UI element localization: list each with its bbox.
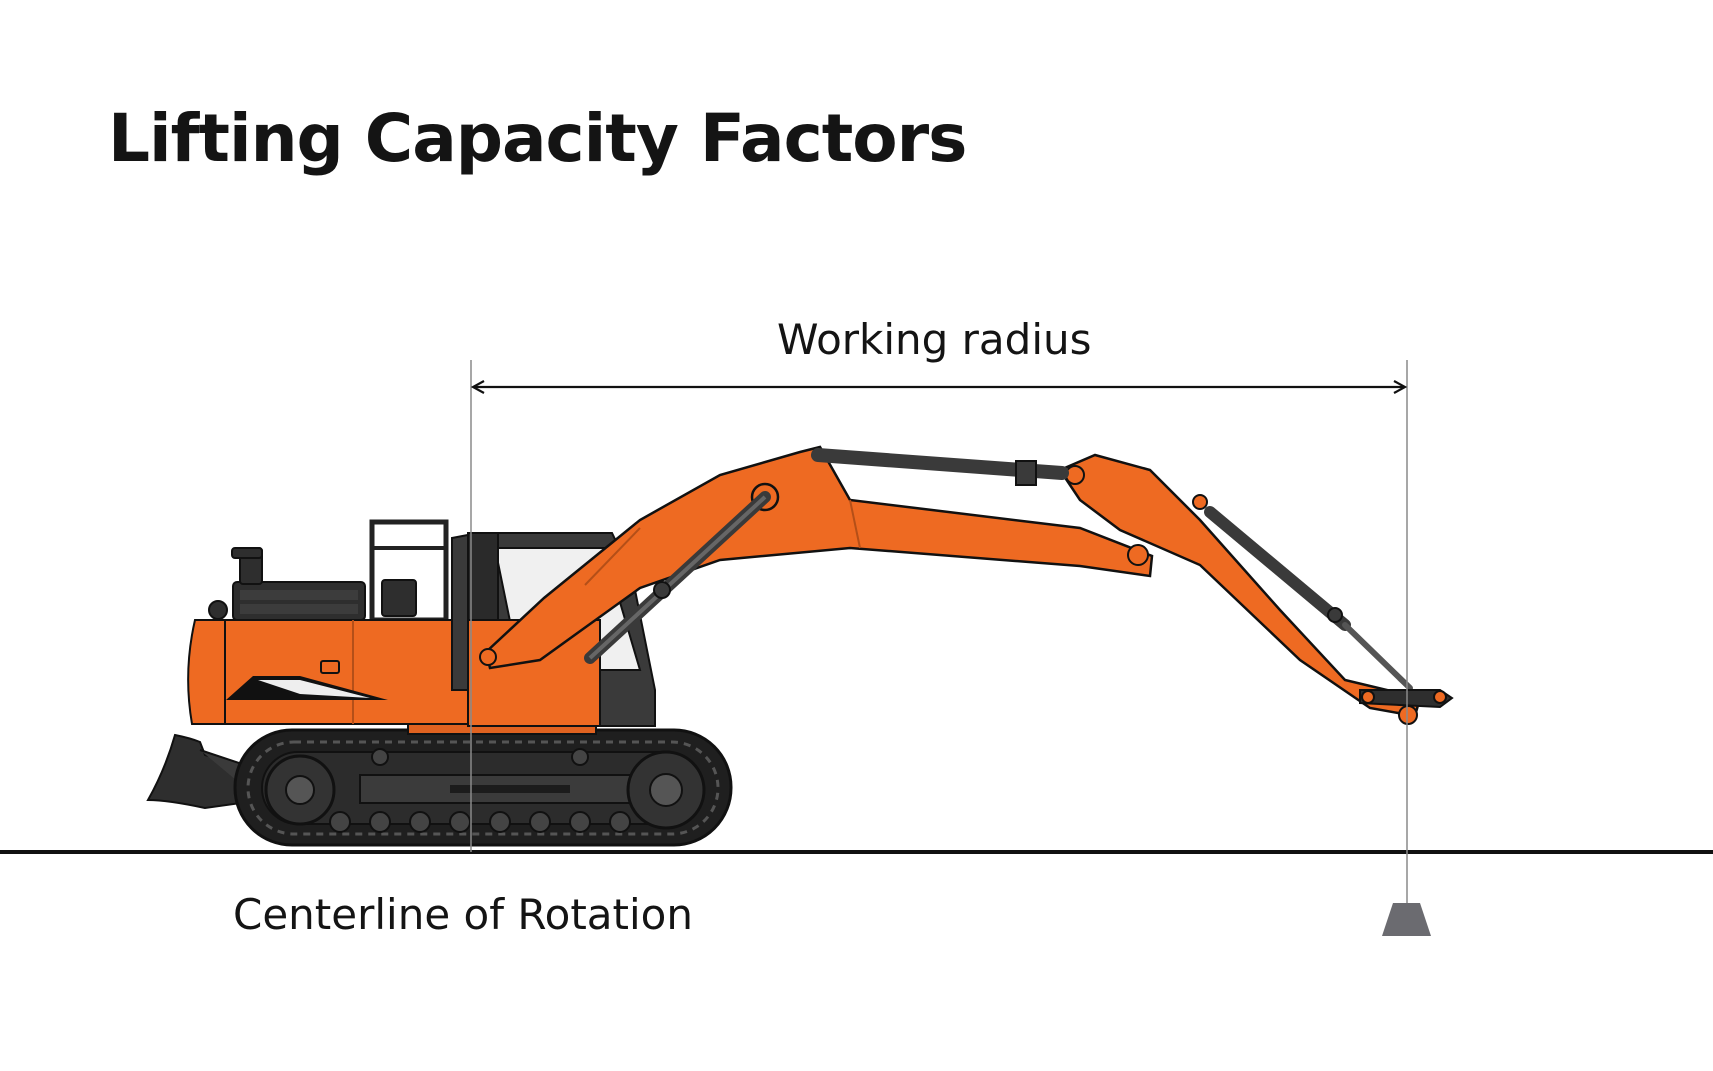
bucket-linkage <box>1359 689 1454 709</box>
arm-cylinder <box>811 448 1069 486</box>
arm-stick <box>1058 453 1422 725</box>
boom-cylinder <box>584 491 771 664</box>
load-weight <box>1382 903 1431 936</box>
crawler-track <box>233 728 733 847</box>
centerline-label: Centerline of Rotation <box>233 890 693 939</box>
bucket-cylinder <box>1204 506 1413 691</box>
working-radius-label: Working radius <box>777 315 1092 364</box>
diagram-title: Lifting Capacity Factors <box>108 100 967 177</box>
